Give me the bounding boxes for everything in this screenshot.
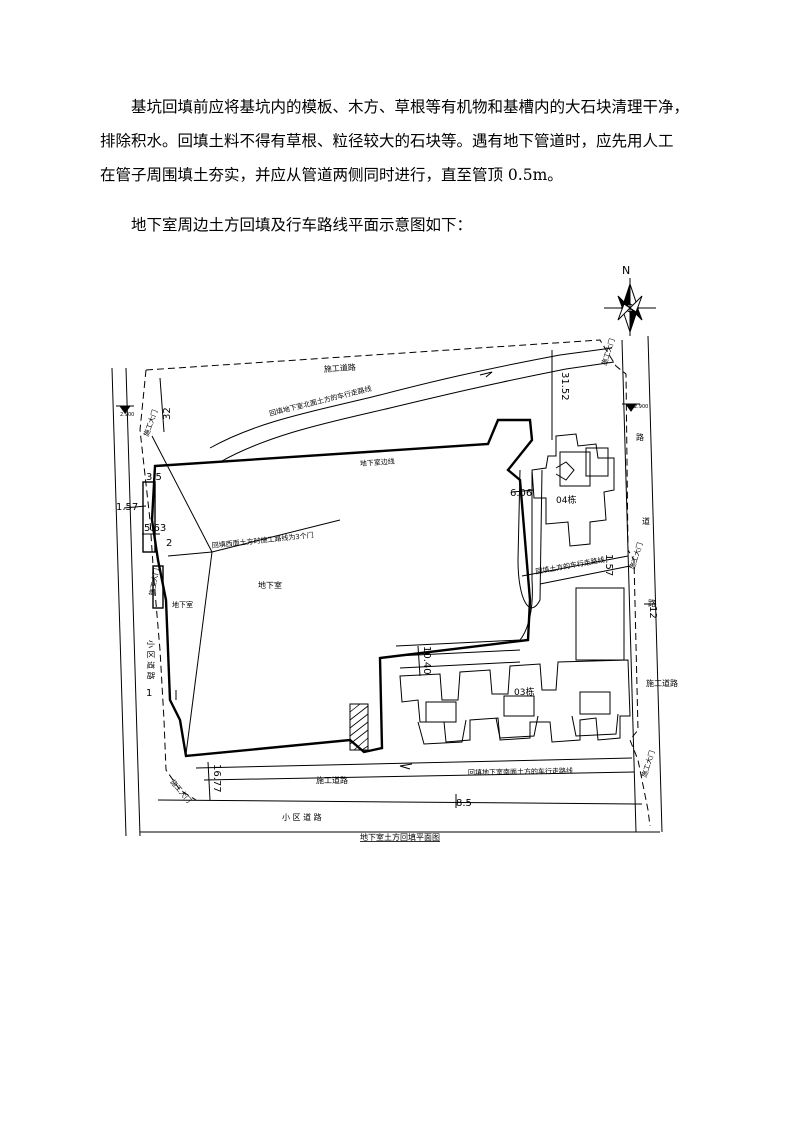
east-road-edge: [647, 335, 663, 833]
dimension-label: 6.06: [510, 488, 532, 499]
dimension-label: 1: [146, 688, 152, 699]
community-road-edge: [157, 799, 643, 805]
south-road-label: 施工道路: [316, 775, 348, 785]
hatched-ramp: [349, 703, 369, 751]
east-road-char: 路: [648, 598, 656, 608]
east-ramp-route: [517, 469, 543, 609]
dimension-label: 12: [647, 606, 658, 619]
community-road-label: 小 区 道 路: [282, 812, 322, 822]
dimension-label: 31.52: [559, 372, 570, 401]
west-route-note: 回填西面土方时施工路线为3个门: [211, 530, 314, 550]
north-arrow-icon: [604, 278, 656, 336]
north-label: N: [622, 264, 630, 277]
dimension-label: 3.5: [146, 472, 162, 483]
basement-left-label: 地下室: [172, 600, 193, 609]
gate-w-label: 施工大门: [147, 567, 161, 596]
plan-caption: 地下室土方回填平面图: [360, 832, 440, 842]
backfill-instructions-paragraph: 基坑回填前应将基坑内的模板、木方、草根等有机物和基槽内的大石块清理干净， 排除积…: [100, 90, 700, 192]
paragraph-line: 排除积水。回填土料不得有草根、粒径较大的石块等。遇有地下管道时，应先用人工: [100, 132, 674, 150]
west-gate-structure: [152, 565, 164, 609]
south-construction-road: [203, 771, 635, 781]
dimension-label: 8.5: [456, 798, 472, 809]
dimension-label: 1.57: [116, 502, 138, 513]
building-03: [399, 659, 631, 745]
east-road-char: 道: [642, 516, 650, 526]
dimension-label: 5.63: [144, 523, 166, 534]
dimension-label: 16.77: [211, 764, 222, 793]
site-boundary: [145, 339, 651, 827]
building-04: [531, 433, 615, 547]
north-construction-road: [219, 361, 615, 463]
elevation-left: 2.900: [120, 412, 134, 418]
dimension-label: 2: [166, 538, 172, 549]
building-03-label: 03栋: [514, 686, 534, 698]
east-ramp-route: [519, 472, 533, 641]
basement-edge-label: 地下室边线: [360, 457, 396, 468]
site-boundary: [139, 369, 197, 801]
gate-se-label: 施工大门: [639, 749, 656, 778]
diagram-intro-paragraph: 地下室周边土方回填及行车路线平面示意图如下：: [100, 208, 700, 242]
west-road-edge: [125, 367, 141, 837]
south-route-label: 回填地下室南面土方的车行走路线: [468, 766, 573, 777]
east-route-line: [521, 555, 629, 577]
dimension-label: 1.57: [603, 554, 614, 576]
east-building: [575, 587, 625, 661]
paragraph-line: 基坑回填前应将基坑内的模板、木方、草根等有机物和基槽内的大石块清理干净，: [131, 98, 690, 116]
dimension-label: 32: [162, 407, 173, 420]
basement-outline: [150, 418, 534, 758]
building-04-label: 04栋: [556, 494, 576, 506]
east-road-char: 路: [636, 432, 644, 442]
east-route-line: [539, 565, 631, 585]
elevation-right: 2.900: [634, 404, 648, 410]
east-road-edge: [621, 339, 637, 833]
west-road-label: 小 区 道 路: [146, 640, 156, 680]
paragraph-line: 地下室周边土方回填及行车路线平面示意图如下：: [131, 216, 473, 234]
south-construction-road: [195, 757, 633, 769]
north-road-label: 施工道路: [323, 362, 356, 374]
dimension-label: 10.40: [421, 646, 432, 675]
gate-e-label: 施工大门: [627, 541, 644, 570]
east-road-label: 施工道路: [646, 678, 678, 688]
gate-nw-label: 施工大门: [141, 408, 159, 437]
basement-center-label: 地下室: [258, 580, 282, 590]
west-road-edge: [111, 367, 127, 837]
paragraph-line: 在管子周围填土夯实，并应从管道两侧同时进行，直至管顶 0.5m。: [100, 166, 563, 184]
west-ramp-structure: [142, 481, 156, 553]
north-construction-road: [209, 347, 613, 449]
